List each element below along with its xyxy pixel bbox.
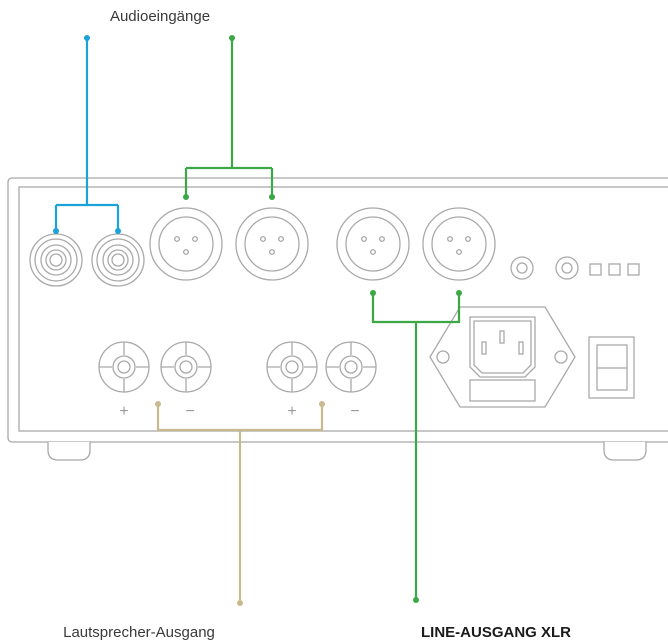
chassis-inner-panel bbox=[18, 186, 668, 432]
speaker-post-right-minus[interactable] bbox=[325, 341, 377, 393]
indicator-square-3 bbox=[627, 263, 640, 276]
fuse-drawer bbox=[469, 379, 536, 402]
left-minus-mark: − bbox=[185, 403, 194, 420]
audio-inputs-xlr-line bbox=[184, 38, 274, 197]
trigger-jack-2[interactable] bbox=[555, 256, 579, 280]
speaker-output-dot-bottom bbox=[237, 600, 243, 606]
right-foot bbox=[603, 442, 647, 461]
speaker-output-callout bbox=[155, 401, 325, 606]
left-foot bbox=[47, 442, 91, 461]
indicator-square-1 bbox=[589, 263, 602, 276]
line-output-callout bbox=[370, 290, 462, 603]
indicator-square-2 bbox=[608, 263, 621, 276]
speaker-output-label: Lautsprecher-Ausgang bbox=[63, 624, 215, 641]
xlr-out-right-dot bbox=[456, 290, 462, 296]
audio-inputs-rca-dot-top bbox=[84, 35, 90, 41]
right-minus-mark: − bbox=[350, 403, 359, 420]
audio-inputs-callout bbox=[53, 35, 275, 234]
xlr-in-left-dot bbox=[183, 194, 189, 200]
xlr-in-right-dot bbox=[269, 194, 275, 200]
line-output-line bbox=[371, 293, 461, 600]
left-plus-mark: + bbox=[119, 403, 128, 420]
line-output-xlr-label: LINE-AUSGANG XLR bbox=[421, 624, 571, 641]
speaker-post-left-minus[interactable] bbox=[160, 341, 212, 393]
xlr-input-left[interactable] bbox=[149, 207, 223, 281]
speaker-right-dot bbox=[319, 401, 325, 407]
power-switch[interactable] bbox=[588, 336, 635, 399]
audio-inputs-label: Audioeingänge bbox=[110, 8, 210, 25]
speaker-output-line bbox=[156, 404, 324, 603]
audio-inputs-rca-line bbox=[54, 38, 120, 231]
speaker-post-left-plus[interactable] bbox=[98, 341, 150, 393]
rca-left-dot bbox=[53, 228, 59, 234]
xlr-input-right[interactable] bbox=[235, 207, 309, 281]
trigger-jack-1[interactable] bbox=[510, 256, 534, 280]
rca-input-left[interactable] bbox=[29, 233, 83, 287]
xlr-out-left-dot bbox=[370, 290, 376, 296]
line-output-dot-bottom bbox=[413, 597, 419, 603]
speaker-post-right-plus[interactable] bbox=[266, 341, 318, 393]
rca-right-dot bbox=[115, 228, 121, 234]
xlr-output-right[interactable] bbox=[422, 207, 496, 281]
chassis bbox=[7, 177, 668, 461]
xlr-output-left[interactable] bbox=[336, 207, 410, 281]
speaker-left-dot bbox=[155, 401, 161, 407]
right-plus-mark: + bbox=[287, 403, 296, 420]
audio-inputs-xlr-dot-top bbox=[229, 35, 235, 41]
chassis-outline bbox=[7, 177, 668, 443]
